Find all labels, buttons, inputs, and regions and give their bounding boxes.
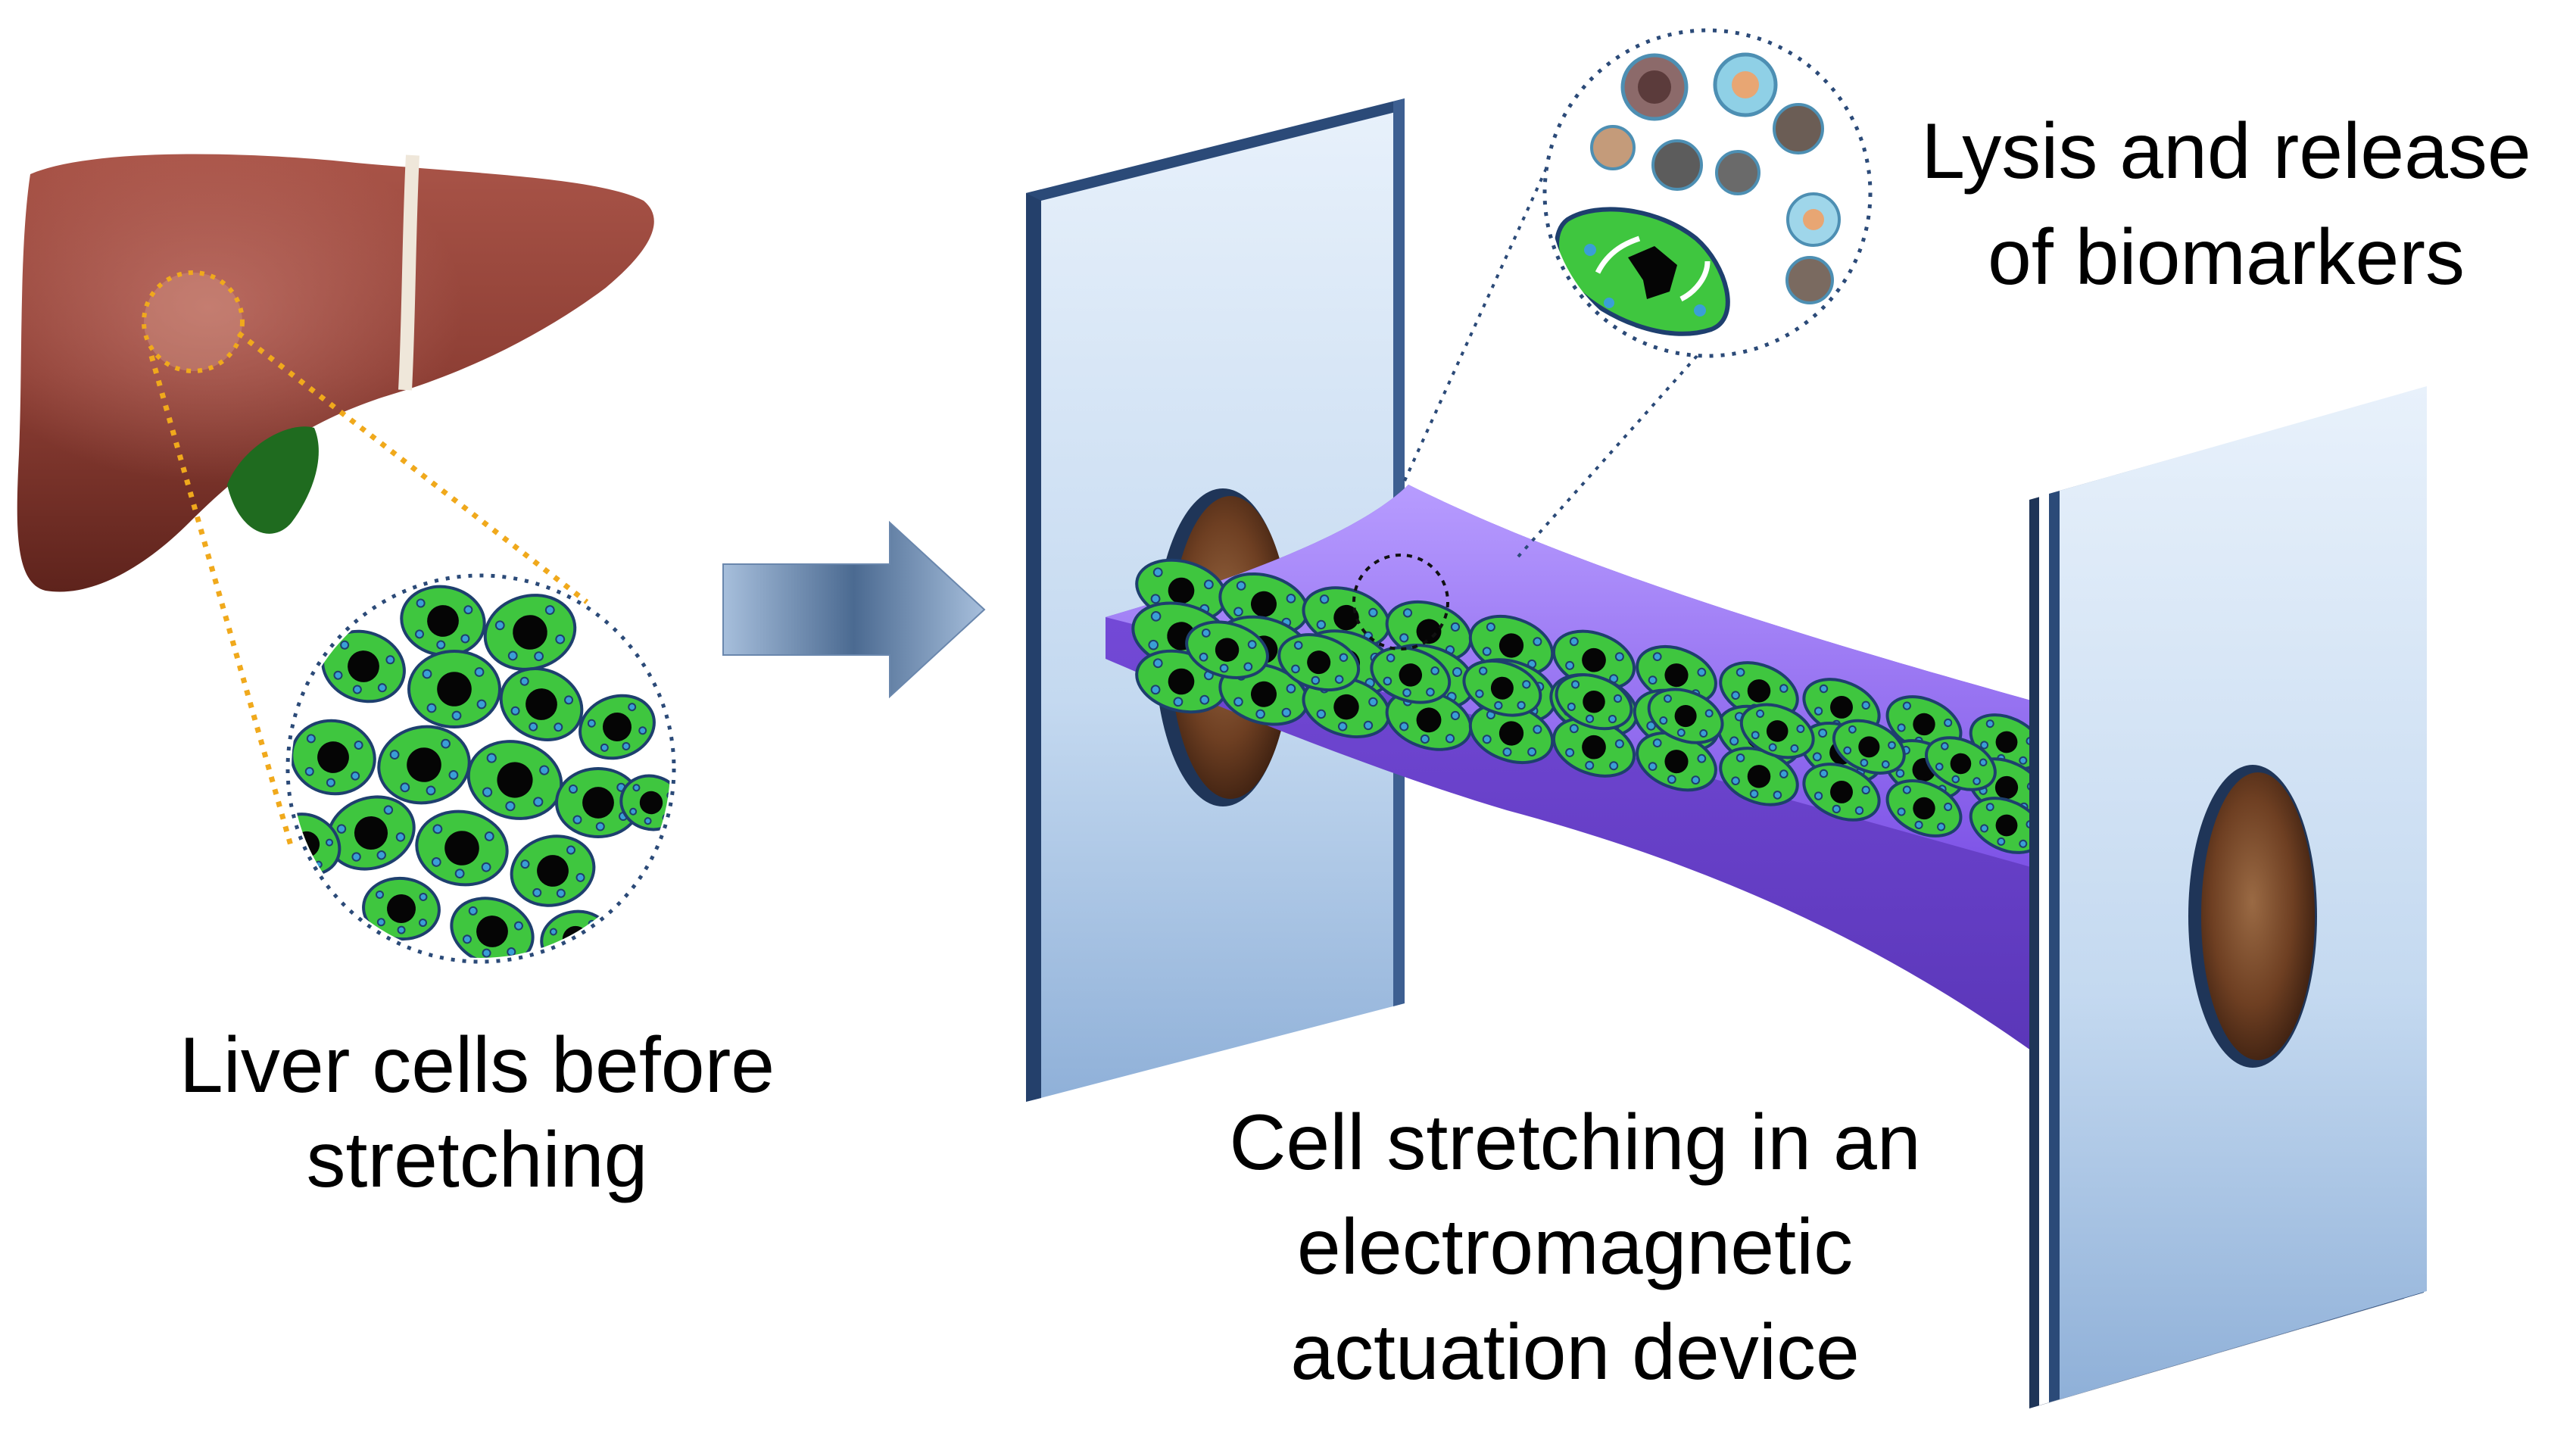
cell [499, 667, 584, 741]
cell [1555, 673, 1633, 731]
cell [1885, 779, 1963, 838]
cell [510, 834, 596, 907]
cell [407, 650, 501, 728]
cell [579, 694, 656, 760]
cell [415, 809, 509, 887]
cell [1925, 736, 1997, 791]
cell [1277, 633, 1361, 692]
selected-cell-ring [1352, 554, 1449, 650]
cell [1185, 620, 1269, 679]
cell [1647, 688, 1724, 744]
process-arrow-icon [722, 520, 986, 699]
device-label-line-3: actuation device [1290, 1308, 1860, 1396]
cell [483, 594, 577, 671]
lysis-zoom-lines [1403, 113, 1705, 558]
cell [326, 795, 416, 871]
cell [1802, 763, 1881, 822]
liver-cells-label: Liver cells before stretching [98, 1018, 856, 1208]
cell [1302, 675, 1391, 738]
cell [1552, 716, 1636, 778]
cell [321, 629, 406, 703]
cell [1739, 703, 1815, 760]
device-label-line-1: Cell stretching in an [1229, 1099, 1921, 1187]
cell [292, 719, 376, 796]
cell [466, 740, 563, 820]
liver-cells-label-line-1: Liver cells before [179, 1022, 775, 1109]
cell [377, 725, 471, 805]
liver-cells-label-line-2: stretching [306, 1115, 648, 1204]
lysis-circle [1542, 28, 1873, 358]
lysis-label-line-2: of biomarkers [1988, 214, 2465, 302]
gallbladder-icon [227, 426, 319, 534]
lysis-label-line-1: Lysis and release [1921, 108, 2531, 195]
cell [1385, 688, 1473, 751]
magnet-icon [2188, 765, 2317, 1068]
cell [450, 897, 535, 958]
cell [1636, 731, 1717, 792]
cell [1462, 659, 1542, 717]
lysis-label: Lysis and release of biomarkers [1848, 98, 2576, 311]
cell [1832, 719, 1906, 775]
liver-cells-cluster [285, 573, 676, 964]
device-label: Cell stretching in an electromagnetic ac… [1121, 1090, 2029, 1405]
stretched-cells [1131, 558, 2046, 854]
device-label-line-2: electromagnetic [1296, 1203, 1854, 1292]
liver-icon [17, 154, 654, 592]
liver-zoom-callout [142, 270, 589, 849]
cell [1370, 646, 1452, 704]
